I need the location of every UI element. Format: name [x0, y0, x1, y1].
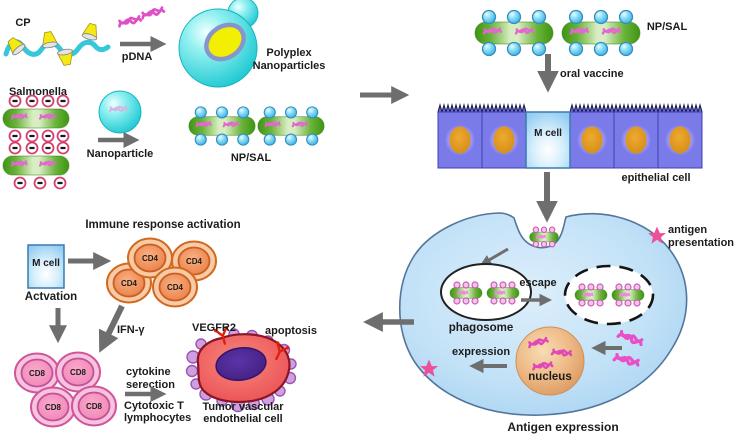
np-sal-particle — [258, 107, 324, 145]
cd8-label: CD8 — [29, 369, 46, 378]
cytokine-line2: serection — [126, 379, 175, 391]
epithelial-cell — [569, 104, 615, 169]
cd8-label: CD8 — [86, 402, 103, 411]
phagosome-label: phagosome — [449, 322, 514, 334]
antigen-expression-caption: Antigen expression — [507, 420, 618, 434]
phagosome-vesicle — [440, 263, 532, 321]
nanoparticle-label: Nanoparticle — [87, 148, 154, 160]
nucleus-label: nucleus — [528, 371, 571, 383]
np-sal-escaped — [612, 284, 644, 306]
np-sal-particle — [189, 107, 255, 145]
epithelial-cell — [481, 104, 527, 169]
tumor-label-line1: Tumor vascular — [202, 401, 284, 413]
np-sal-escaped — [575, 284, 607, 306]
cp-ligand-cone — [39, 30, 59, 50]
antigen-presentation-line2: presentation — [668, 237, 734, 249]
antigen-presentation-line1: antigen — [668, 224, 707, 236]
arrow-to-phagosome — [480, 247, 509, 266]
antigen-expression-section: antigen presentation phagosome escape nu… — [363, 212, 734, 434]
epithelium-row: M cell — [437, 104, 703, 169]
epithelial-cell — [613, 104, 659, 169]
m-cell-activated — [27, 244, 65, 289]
ifn-gamma-label: IFN-γ — [117, 324, 145, 336]
tumor-label-line2: endothelial cell — [203, 413, 282, 425]
pdna-squiggle — [140, 6, 166, 20]
tumor-endothelial-cell — [185, 324, 297, 413]
np-sal-particle — [562, 11, 640, 56]
m-cell — [525, 111, 571, 169]
pdna-label: pDNA — [122, 51, 153, 63]
epithelial-cell-label: epithelial cell — [621, 172, 690, 184]
m-cell-label: M cell — [534, 128, 562, 139]
expression-label: expression — [452, 346, 510, 358]
epithelial-cell — [437, 104, 483, 169]
cytokine-line1: cytokine — [126, 366, 171, 378]
immune-response-section: Immune response activation M cell Actvat… — [14, 219, 317, 428]
tumor-cell-nucleus — [215, 347, 267, 381]
np-sal-in-phagosome — [450, 282, 482, 304]
polyplex-label-line1: Polyplex — [266, 47, 312, 59]
cd4-cell-cluster: CD4 CD4 CD4 CD4 — [106, 237, 217, 308]
np-sal-label: NP/SAL — [647, 21, 688, 33]
nanoparticle-sphere — [98, 90, 142, 134]
arrow-ifn-gamma — [98, 304, 125, 353]
np-sal-particle — [475, 11, 553, 56]
cd4-label: CD4 — [121, 279, 138, 288]
salmonella-bacterium — [2, 141, 70, 190]
polyplex-nanoparticle — [178, 0, 259, 88]
immune-title: Immune response activation — [85, 219, 240, 231]
escape-label: escape — [519, 277, 556, 289]
apoptosis-label: apoptosis — [265, 325, 317, 337]
polyplex-label-line2: Nanoparticles — [253, 60, 326, 72]
salmonella-bacterium — [2, 94, 70, 143]
ctl-line2: lymphocytes — [124, 412, 191, 424]
cell-nucleus — [515, 326, 585, 396]
cp-ligand-cone — [56, 47, 76, 67]
np-sal-in-phagosome — [487, 282, 519, 304]
oral-vaccine-label: oral vaccine — [560, 68, 624, 80]
np-sal-label: NP/SAL — [231, 152, 272, 164]
vegfr2-label: VEGFR2 — [192, 322, 236, 334]
cd8-cell-cluster: CD8 CD8 CD8 CD8 — [14, 351, 117, 428]
cd4-label: CD4 — [142, 254, 159, 263]
cd8-label: CD8 — [70, 368, 87, 377]
m-cell-label: M cell — [32, 258, 60, 269]
ruptured-phagosome — [563, 264, 655, 326]
cd8-label: CD8 — [45, 403, 62, 412]
ctl-line1: Cytotoxic T — [124, 400, 184, 412]
cp-label: CP — [15, 17, 30, 29]
synthesis-section: CP pDNA Polyplex Nanoparticles Salmonell… — [2, 0, 326, 190]
salmonella-label: Salmonella — [9, 86, 68, 98]
cd4-label: CD4 — [186, 257, 203, 266]
np-sal-endocytosed — [530, 227, 559, 247]
cd4-label: CD4 — [167, 283, 184, 292]
pdna-squiggle — [116, 14, 143, 28]
cp-ligand-cone — [81, 21, 101, 42]
delivery-section: NP/SAL oral vaccine M cell epithelial ce… — [437, 11, 703, 223]
epithelial-cell — [657, 104, 703, 169]
activation-label: Actvation — [25, 291, 77, 303]
